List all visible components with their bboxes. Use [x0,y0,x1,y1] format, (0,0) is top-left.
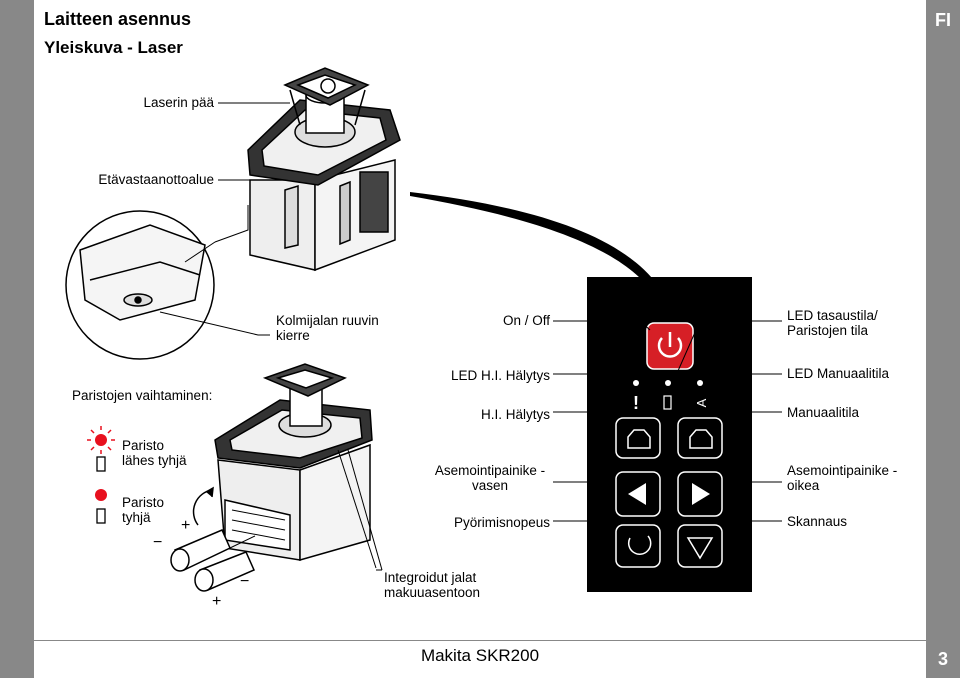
label-battery-change: Paristojen vaihtaminen: [72,388,213,403]
language-tab: FI [935,10,951,30]
swoosh-arrow [410,192,652,278]
laser-unit-bottom-illustration [170,363,373,592]
battery-empty-led-icon [95,489,107,524]
svg-text:+: + [181,517,190,534]
label-adjust-left: Asemointipainike -vasen [434,463,546,493]
label-adjust-right: Asemointipainike -oikea [787,463,898,493]
page-subtitle: Yleiskuva - Laser [44,38,183,57]
svg-text:A: A [694,398,709,407]
label-led-manual: LED Manuaalitila [787,366,890,381]
svg-text:+: + [212,593,221,610]
label-led-level: LED tasaustila/Paristojen tila [787,308,878,338]
laser-unit-top-illustration [247,67,401,272]
page-title: Laitteen asennus [44,9,192,29]
tripod-detail-circle [65,205,249,360]
svg-text:−: − [153,534,162,551]
label-on-off: On / Off [502,313,550,328]
svg-text:!: ! [633,393,639,413]
page-number: 3 [937,649,948,669]
label-scan: Skannaus [787,514,848,529]
keypad-buttons: ! A [615,322,723,568]
battery-low-led-icon [87,426,115,472]
left-side-bar [0,0,34,678]
label-led-hi-alarm: LED H.I. Hälytys [450,368,550,383]
label-remote-area: Etävastaanottoalue [98,172,214,187]
right-side-bar [926,0,960,678]
label-laser-head: Laserin pää [143,95,214,110]
footer-divider [34,640,926,641]
label-hi-alarm: H.I. Hälytys [480,407,550,422]
label-manual-mode: Manuaalitila [787,405,860,420]
footer-product: Makita SKR200 [420,646,540,665]
label-rotation-speed: Pyörimisnopeus [453,515,550,530]
svg-text:−: − [240,573,249,590]
